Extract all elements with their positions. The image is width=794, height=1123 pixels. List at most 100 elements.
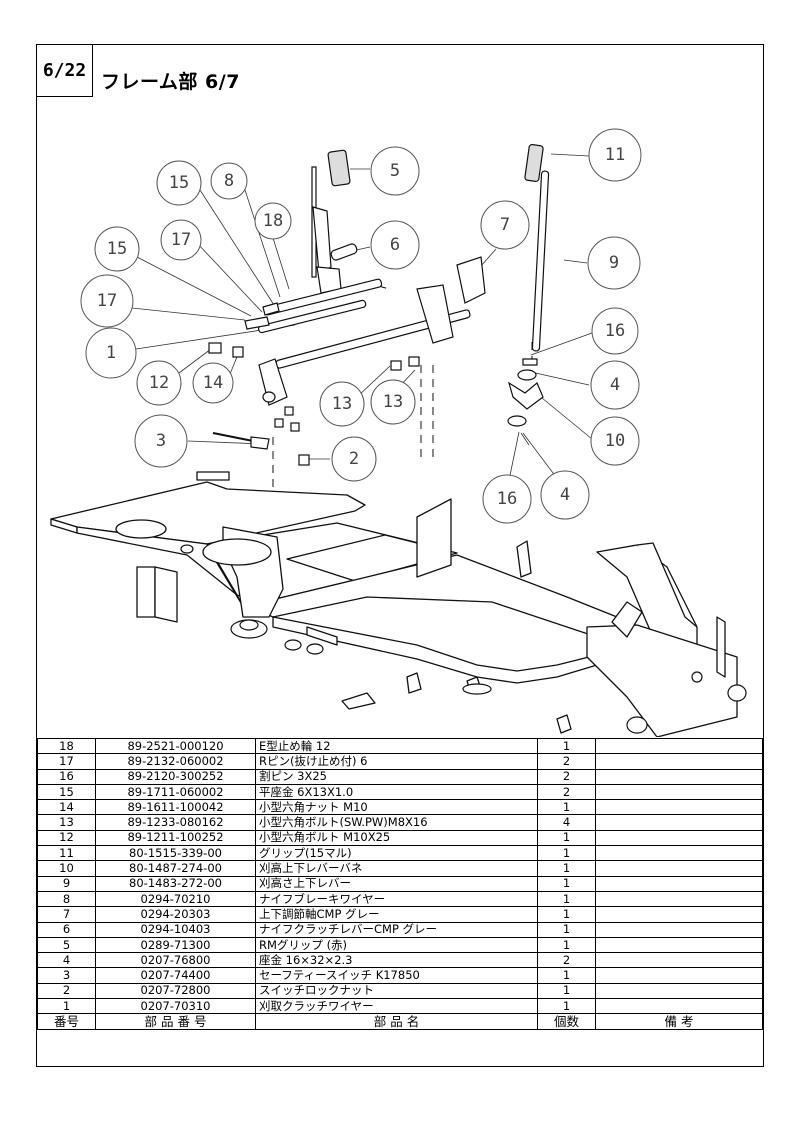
- part-qty: 2: [537, 768, 596, 785]
- part-remarks: [595, 936, 763, 954]
- callout-16-b: 16: [482, 474, 532, 524]
- callout-7: 7: [480, 200, 530, 250]
- svg-text:1: 1: [106, 343, 116, 363]
- part-remarks: [595, 890, 763, 908]
- callout-10: 10: [590, 416, 640, 466]
- part-name: 小型六角ナット M10: [255, 799, 538, 816]
- callout-3: 3: [134, 414, 188, 468]
- lever-assembly: [208, 143, 550, 466]
- part-qty: 1: [537, 982, 596, 1000]
- part-name: 上下調節軸CMP グレー: [255, 906, 538, 923]
- svg-text:15: 15: [169, 173, 189, 193]
- part-number: 0289-71300: [95, 936, 256, 954]
- part-qty: 2: [537, 753, 596, 770]
- callout-17-b: 17: [80, 274, 134, 328]
- callout-11: 11: [588, 128, 642, 182]
- svg-text:10: 10: [605, 431, 625, 451]
- part-qty: 1: [537, 860, 596, 877]
- part-remarks: [595, 906, 763, 923]
- part-remarks: [595, 967, 763, 984]
- svg-text:4: 4: [560, 485, 570, 505]
- callout-4-a: 4: [590, 360, 640, 410]
- part-index: 12: [37, 829, 96, 847]
- svg-text:13: 13: [383, 392, 403, 412]
- part-number: 89-2120-300252: [95, 768, 256, 785]
- part-index: 2: [37, 982, 96, 1000]
- callout-4-b: 4: [540, 470, 590, 520]
- part-number: 89-1711-060002: [95, 783, 256, 801]
- part-name: 刈取クラッチワイヤー: [255, 998, 538, 1015]
- svg-text:3: 3: [156, 431, 166, 451]
- part-index: 3: [37, 967, 96, 984]
- part-qty: 2: [537, 952, 596, 969]
- part-name: RMグリップ (赤): [255, 936, 538, 954]
- svg-text:14: 14: [203, 373, 223, 393]
- part-remarks: [595, 998, 763, 1015]
- part-name: スイッチロックナット: [255, 982, 538, 1000]
- svg-text:16: 16: [605, 321, 625, 341]
- part-name: 小型六角ボルト(SW.PW)M8X16: [255, 814, 538, 831]
- svg-text:15: 15: [107, 239, 127, 259]
- part-qty: 1: [537, 845, 596, 862]
- part-qty: 1: [537, 875, 596, 892]
- part-remarks: [595, 845, 763, 862]
- part-number: 0294-10403: [95, 921, 256, 938]
- part-remarks: [595, 921, 763, 938]
- callout-15-a: 15: [156, 160, 202, 206]
- svg-text:4: 4: [610, 375, 620, 395]
- part-qty: 1: [537, 906, 596, 923]
- part-qty: 1: [537, 921, 596, 938]
- part-remarks: [595, 952, 763, 969]
- part-number: 80-1515-339-00: [95, 845, 256, 862]
- part-remarks: [595, 875, 763, 892]
- part-qty: 1: [537, 799, 596, 816]
- part-index: 15: [37, 783, 96, 801]
- part-index: 17: [37, 753, 96, 770]
- part-number: 89-2132-060002: [95, 753, 256, 770]
- page-title: フレーム部 6/7: [101, 71, 240, 93]
- part-index: 13: [37, 814, 96, 831]
- callout-9: 9: [587, 236, 641, 290]
- part-qty: 1: [537, 737, 596, 755]
- part-remarks: [595, 753, 763, 770]
- part-number: 89-1611-100042: [95, 799, 256, 816]
- part-name: グリップ(15マル): [255, 845, 538, 862]
- part-qty: 1: [537, 967, 596, 984]
- svg-text:7: 7: [500, 215, 510, 235]
- part-index: 10: [37, 860, 96, 877]
- svg-text:13: 13: [332, 394, 352, 414]
- part-index: 11: [37, 845, 96, 862]
- part-index: 7: [37, 906, 96, 923]
- part-number: 89-1211-100252: [95, 829, 256, 847]
- part-index: 14: [37, 799, 96, 816]
- part-qty: 1: [537, 998, 596, 1015]
- part-index: 5: [37, 936, 96, 954]
- svg-text:16: 16: [497, 489, 517, 509]
- svg-text:17: 17: [171, 230, 191, 250]
- parts-sheet: 6/22 フレーム部 6/7: [36, 44, 764, 1067]
- callout-8: 8: [210, 162, 248, 200]
- callout-6: 6: [370, 220, 420, 270]
- svg-text:5: 5: [390, 161, 400, 181]
- part-index: 9: [37, 875, 96, 892]
- part-name: 刈高上下レバーバネ: [255, 860, 538, 877]
- part-name: 座金 16×32×2.3: [255, 952, 538, 969]
- part-qty: 2: [537, 783, 596, 801]
- svg-text:11: 11: [605, 145, 625, 165]
- svg-text:18: 18: [263, 211, 283, 231]
- part-name: 刈高さ上下レバー: [255, 875, 538, 892]
- part-number: 80-1483-272-00: [95, 875, 256, 892]
- part-number: 89-2521-000120: [95, 737, 256, 755]
- header-part-number: 部 品 番 号: [95, 1013, 256, 1030]
- part-remarks: [595, 982, 763, 1000]
